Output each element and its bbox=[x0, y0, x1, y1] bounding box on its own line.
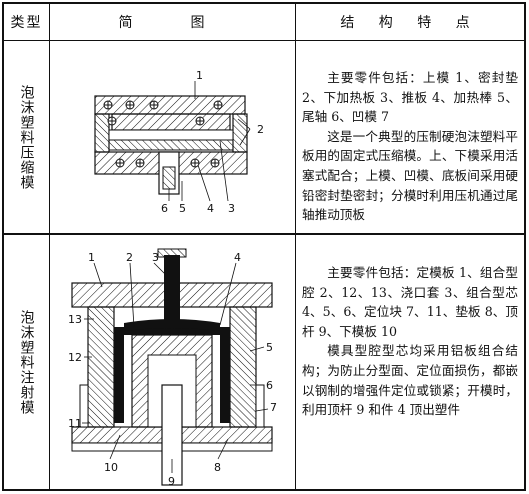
row1-parts: 主要零件包括：上模 1、密封垫 2、下加热板 3、推板 4、加热棒 5、尾轴 6… bbox=[302, 70, 518, 125]
column-divider-1 bbox=[49, 4, 50, 489]
row2-diagram: 1 2 3 4 13 5 12 6 11 7 10 9 8 bbox=[50, 235, 295, 489]
column-divider-2 bbox=[295, 4, 296, 489]
row1-description: 主要零件包括：上模 1、密封垫 2、下加热板 3、推板 4、加热棒 5、尾轴 6… bbox=[302, 68, 518, 228]
compression-mold-diagram: 1 2 6 5 4 3 bbox=[94, 69, 264, 215]
header-type: 类型 bbox=[10, 15, 43, 31]
callout: 5 bbox=[179, 202, 186, 215]
callout: 11 bbox=[68, 417, 82, 430]
callout: 9 bbox=[168, 475, 175, 488]
row2-type: 泡沫塑料注射模 bbox=[18, 309, 35, 415]
injection-mold-diagram: 1 2 3 4 13 5 12 6 11 7 10 9 8 bbox=[68, 248, 277, 488]
callout: 1 bbox=[88, 251, 95, 264]
callout: 6 bbox=[266, 379, 273, 392]
callout: 12 bbox=[68, 351, 82, 364]
header-features: 结 构 特 点 bbox=[340, 15, 480, 31]
callout: 1 bbox=[196, 69, 203, 82]
callout: 5 bbox=[266, 341, 273, 354]
callout: 3 bbox=[152, 251, 159, 264]
header-divider bbox=[4, 40, 524, 41]
callout: 4 bbox=[207, 202, 214, 215]
callout: 7 bbox=[270, 401, 277, 414]
row1-type: 泡沫塑料压缩模 bbox=[18, 84, 35, 190]
callout: 10 bbox=[104, 461, 118, 474]
callout: 6 bbox=[161, 202, 168, 215]
callout: 3 bbox=[228, 202, 235, 215]
row1-diagram: 1 2 6 5 4 3 bbox=[50, 41, 295, 233]
header-diagram: 简 图 bbox=[118, 15, 227, 31]
row-divider bbox=[4, 233, 524, 235]
callout: 4 bbox=[234, 251, 241, 264]
callout: 2 bbox=[257, 123, 264, 136]
callout: 8 bbox=[214, 461, 221, 474]
callout: 2 bbox=[126, 251, 133, 264]
row2-parts: 主要零件包括：定模板 1、组合型腔 2、12、13、浇口套 3、组合型芯 4、5… bbox=[302, 265, 518, 339]
row1-features: 这是一个典型的压制硬泡沫塑料平板用的固定式压缩模。上、下模采用活塞式配合；上模、… bbox=[302, 128, 518, 223]
callout: 13 bbox=[68, 313, 82, 326]
row2-features: 模具型腔型芯均采用铝板组合结构；为防止分型面、定位面损伤，都嵌以钢制的增强件定位… bbox=[302, 343, 518, 418]
row2-description: 主要零件包括：定模板 1、组合型腔 2、12、13、浇口套 3、组合型芯 4、5… bbox=[302, 263, 518, 483]
